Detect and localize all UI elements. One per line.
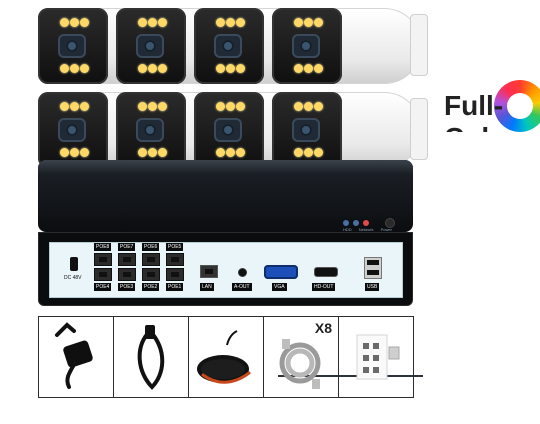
dc-label: DC 48V [64,275,82,281]
hdmi-port-icon[interactable] [314,267,338,277]
power-adapter-icon [55,322,93,389]
audio-out-jack-icon[interactable] [238,268,247,277]
poe-port[interactable] [142,253,160,266]
power-cord-icon [137,325,165,390]
accessory-power-cord [114,317,189,397]
accessory-mouse [189,317,264,397]
accessories-grid: X8 [38,316,414,398]
poe-port[interactable] [118,268,136,281]
aout-label: A-OUT [232,283,252,291]
poe-port[interactable] [142,268,160,281]
screws-pack-icon [356,334,400,380]
dc-jack-icon [70,257,78,271]
nvr-front-bevel [278,375,423,391]
quantity-label: X8 [314,320,332,336]
poe-label: POE6 [142,243,160,251]
usb-label: USB [365,283,380,291]
poe-label: POE5 [166,243,184,251]
poe-label: POE8 [94,243,112,251]
poe-label: POE1 [166,283,184,291]
poe-port[interactable] [166,268,184,281]
lan-label: LAN [200,283,214,291]
brand-logo: Full-Colo [444,80,540,132]
poe-port[interactable] [118,253,136,266]
brand-text: Full-Colo [444,90,506,132]
camera [272,8,428,84]
front-status-leds [343,218,395,228]
color-wheel-icon [494,80,540,132]
nvr-front: HDD Network Power [38,160,423,377]
poe-label: POE7 [118,243,136,251]
rear-panel: DC 48V POE8 POE7 POE6 POE5 POE4 POE3 POE… [49,242,403,298]
camera [272,92,428,168]
nvr-rear: DC 48V POE8 POE7 POE6 POE5 POE4 POE3 POE… [38,232,413,306]
accessory-power-adapter [39,317,114,397]
vga-port-icon[interactable] [264,265,298,279]
accessory-ethernet-cable: X8 [264,317,339,397]
poe-port[interactable] [94,268,112,281]
vga-label: VGA [272,283,287,291]
poe-label: POE3 [118,283,136,291]
hdmi-label: HD-OUT [312,283,336,291]
poe-port[interactable] [166,253,184,266]
poe-label: POE4 [94,283,112,291]
lan-port[interactable] [200,265,218,278]
poe-port[interactable] [94,253,112,266]
camera-grid [38,8,428,168]
front-status-labels: HDD Network Power [343,227,392,232]
poe-label: POE2 [142,283,160,291]
accessory-screws-pack [339,317,413,397]
mouse-icon [197,330,251,384]
ethernet-cable-icon [279,339,321,389]
